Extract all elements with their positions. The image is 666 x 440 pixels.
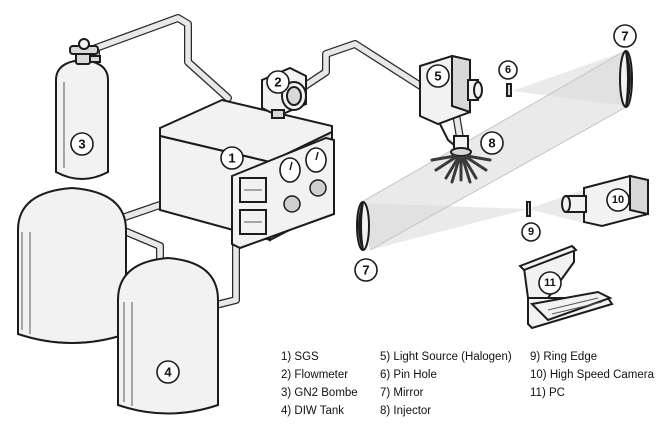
legend-item-8: 8) Injector — [380, 405, 431, 417]
badge-5-label: 5 — [434, 69, 441, 84]
legend-item-9: 9) Ring Edge — [530, 351, 597, 363]
badge-8-label: 8 — [488, 136, 495, 151]
badge-3: 3 — [70, 132, 94, 156]
badge-11: 11 — [538, 271, 562, 295]
badge-9-label: 9 — [528, 226, 534, 238]
badge-9: 9 — [521, 222, 541, 242]
badge-1-label: 1 — [228, 151, 235, 166]
mirror-top — [619, 50, 633, 108]
legend-item-6: 6) Pin Hole — [380, 369, 437, 381]
badge-7-bottom: 7 — [354, 258, 378, 282]
legend-item-7: 7) Mirror — [380, 387, 424, 399]
badge-7-top-label: 7 — [621, 29, 628, 44]
legend-item-3: 3) GN2 Bombe — [281, 387, 358, 399]
badge-3-label: 3 — [78, 137, 85, 152]
legend-column-1: 1) SGS 2) Flowmeter 3) GN2 Bombe 4) DIW … — [281, 351, 358, 417]
badge-6: 6 — [498, 60, 518, 80]
badge-5: 5 — [426, 64, 450, 88]
legend-item-11: 11) PC — [530, 387, 565, 399]
badge-11-label: 11 — [544, 277, 556, 289]
legend-item-4: 4) DIW Tank — [281, 405, 344, 417]
badge-7-bottom-label: 7 — [362, 263, 369, 278]
badge-2: 2 — [266, 70, 290, 94]
laptop-pc — [518, 244, 614, 330]
badge-4-label: 4 — [164, 365, 172, 380]
pin-hole — [506, 83, 512, 97]
badge-4: 4 — [156, 360, 180, 384]
legend-item-5: 5) Light Source (Halogen) — [380, 351, 512, 363]
badge-1: 1 — [220, 146, 244, 170]
badge-10-label: 10 — [612, 194, 624, 206]
legend-item-1: 1) SGS — [281, 351, 319, 363]
badge-10: 10 — [606, 188, 630, 212]
mirror-bottom — [356, 201, 370, 251]
badge-6-label: 6 — [505, 64, 511, 76]
badge-7-top: 7 — [613, 24, 637, 48]
badge-2-label: 2 — [274, 75, 281, 90]
badge-8: 8 — [480, 131, 504, 155]
injector — [430, 135, 492, 184]
legend-item-10: 10) High Speed Camera — [530, 369, 655, 381]
diw-tank — [117, 256, 219, 415]
legend-column-2: 5) Light Source (Halogen) 6) Pin Hole 7)… — [380, 351, 512, 417]
sgs-box — [159, 98, 335, 250]
ring-edge — [526, 201, 531, 217]
gn2-bottle — [55, 38, 109, 180]
diw-tank-back — [17, 186, 127, 344]
legend-item-2: 2) Flowmeter — [281, 369, 348, 381]
legend: 1) SGS 2) Flowmeter 3) GN2 Bombe 4) DIW … — [281, 351, 655, 417]
legend-column-3: 9) Ring Edge 10) High Speed Camera 11) P… — [530, 351, 655, 399]
